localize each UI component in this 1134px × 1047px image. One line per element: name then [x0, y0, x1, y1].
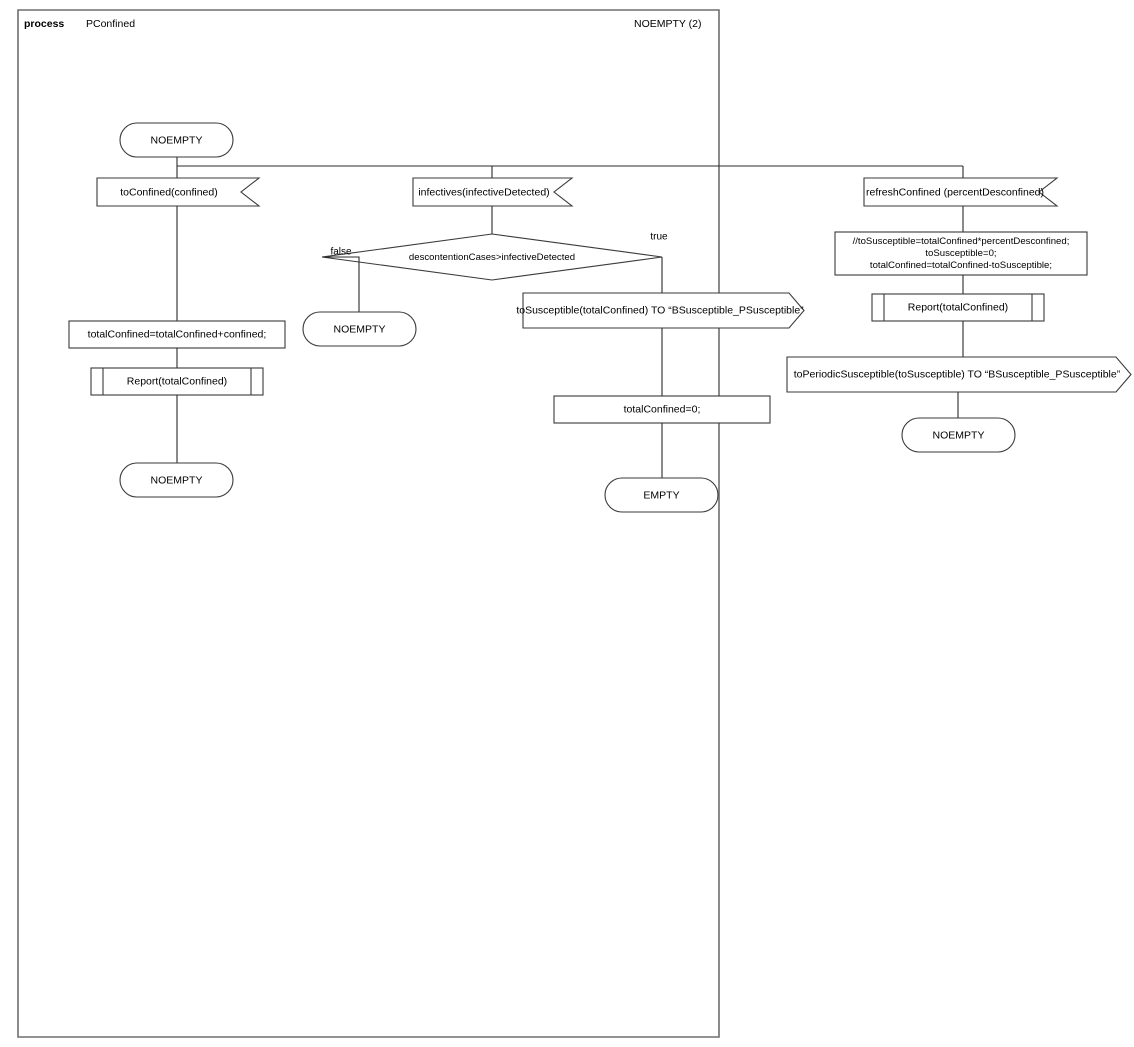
task-refresh-compute-line-3: totalConfined=totalConfined-toSusceptibl… — [870, 260, 1052, 271]
task-total-confined-reset[interactable] — [553, 395, 771, 424]
task-refresh-compute-line-1: //toSusceptible=totalConfined*percentDes… — [853, 236, 1070, 247]
input-signal-infectives-label: infectives(infectiveDetected) — [418, 186, 549, 198]
procedure-call-report-right-label: Report(totalConfined) — [908, 301, 1008, 313]
output-signal-to-susceptible[interactable] — [522, 292, 805, 329]
process-frame-border — [17, 9, 720, 1038]
output-signal-to-susceptible-label: toSusceptible(totalConfined) TO “BSuscep… — [516, 304, 804, 316]
input-signal-refresh-confined-label: refreshConfined (percentDesconfined) — [866, 186, 1044, 198]
decision-descontention-label: descontentionCases>infectiveDetected — [409, 252, 575, 263]
task-total-confined-reset-label: totalConfined=0; — [624, 403, 701, 415]
decision-true-label: true — [650, 232, 668, 243]
state-refresh-next-label: NOEMPTY — [933, 429, 985, 441]
state-empty-label: EMPTY — [643, 489, 679, 501]
process-name: PConfined — [86, 18, 135, 30]
procedure-call-report-left-label: Report(totalConfined) — [127, 375, 227, 387]
input-signal-refresh-confined[interactable] — [863, 177, 1059, 207]
task-refresh-compute-line-2: toSusceptible=0; — [925, 248, 996, 259]
input-signal-confined-label: toConfined(confined) — [120, 186, 217, 198]
process-keyword: process — [24, 18, 64, 30]
output-signal-to-periodic-susceptible-label: toPeriodicSusceptible(toSusceptible) TO … — [794, 368, 1121, 380]
output-signal-to-periodic-susceptible[interactable] — [786, 356, 1132, 393]
state-confined-next-label: NOEMPTY — [151, 474, 203, 486]
procedure-call-report-right[interactable] — [871, 293, 1045, 322]
decision-descontention[interactable] — [321, 233, 663, 281]
connector-decision-false — [322, 256, 360, 312]
state-confined-next[interactable] — [119, 462, 234, 498]
input-signal-confined[interactable] — [96, 177, 261, 207]
scope-label: NOEMPTY (2) — [634, 18, 701, 30]
task-total-confined-add[interactable] — [68, 320, 286, 349]
state-refresh-next[interactable] — [901, 417, 1016, 453]
state-infectives-false-next-label: NOEMPTY — [334, 323, 386, 335]
state-start-label: NOEMPTY — [151, 134, 203, 146]
task-total-confined-add-label: totalConfined=totalConfined+confined; — [88, 328, 267, 340]
procedure-call-report-left[interactable] — [90, 367, 264, 396]
task-refresh-compute[interactable] — [834, 231, 1088, 276]
state-infectives-false-next[interactable] — [302, 311, 417, 347]
decision-false-label: false — [330, 247, 352, 258]
state-empty[interactable] — [604, 477, 719, 513]
input-signal-infectives[interactable] — [412, 177, 574, 207]
